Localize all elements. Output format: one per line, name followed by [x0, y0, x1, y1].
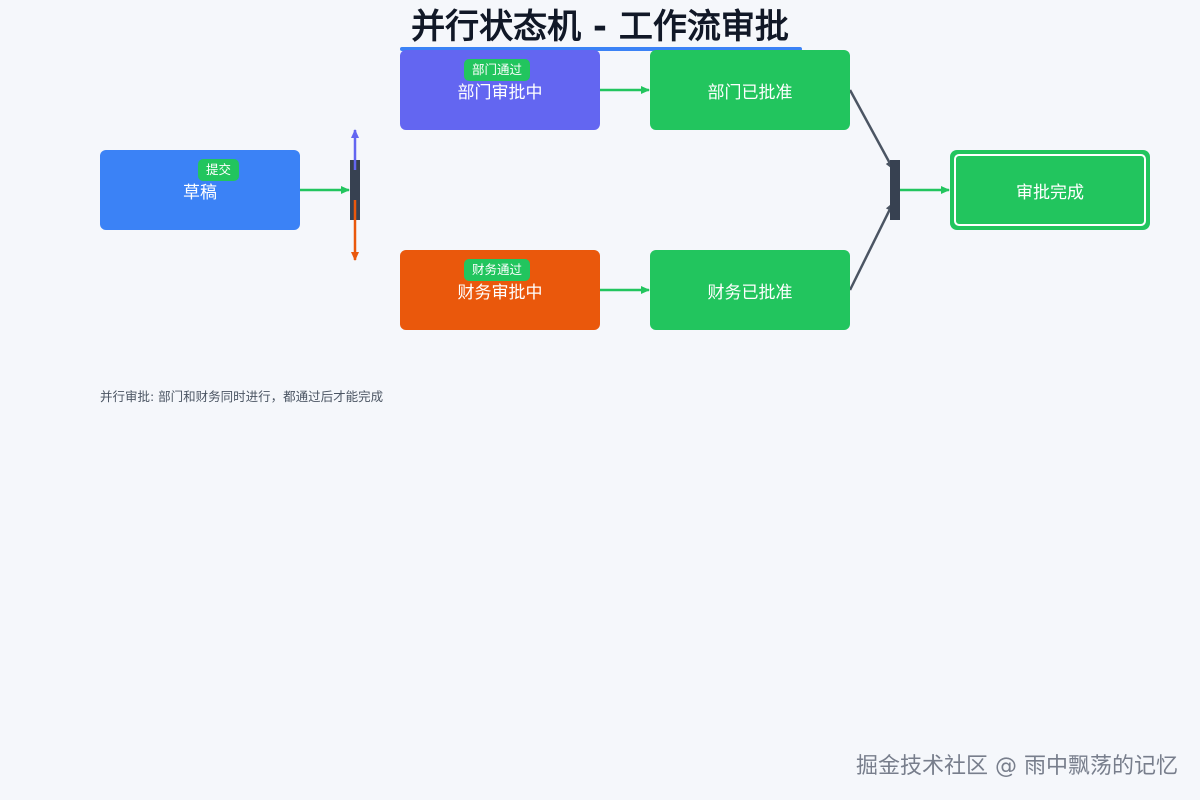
join-bar [890, 160, 900, 220]
state-dept-pending-label: 部门审批中 [457, 82, 543, 103]
transition-finance-pass-badge: 财务通过 [464, 259, 531, 281]
diagram-note: 并行审批: 部门和财务同时进行，都通过后才能完成 [100, 389, 384, 404]
state-finance-pending[interactable]: 财务审批中 [400, 250, 600, 330]
state-finance-approved[interactable]: 财务已批准 [650, 250, 850, 330]
state-dept-approved-label: 部门已批准 [707, 82, 793, 103]
state-finance-approved-label: 财务已批准 [707, 282, 793, 303]
state-draft-label: 草稿 [183, 182, 217, 203]
edge-fin-approved-to-join [848, 202, 895, 291]
state-finance-pending-label: 财务审批中 [457, 282, 543, 303]
state-complete-label: 审批完成 [1016, 182, 1084, 203]
final-state-border [954, 154, 1146, 226]
transition-submit-badge: 提交 [198, 159, 240, 181]
state-dept-approved[interactable]: 部门已批准 [650, 50, 850, 130]
edge-dept-approved-to-join [848, 89, 895, 170]
transition-dept-pass-badge: 部门通过 [464, 59, 531, 81]
title-underline [400, 47, 802, 51]
fork-bar [350, 160, 360, 220]
watermark: 掘金技术社区 @ 雨中飘荡的记忆 [856, 754, 1178, 779]
diagram-title: 并行状态机 - 工作流审批 [411, 7, 789, 47]
state-complete[interactable]: 审批完成 [950, 150, 1150, 230]
